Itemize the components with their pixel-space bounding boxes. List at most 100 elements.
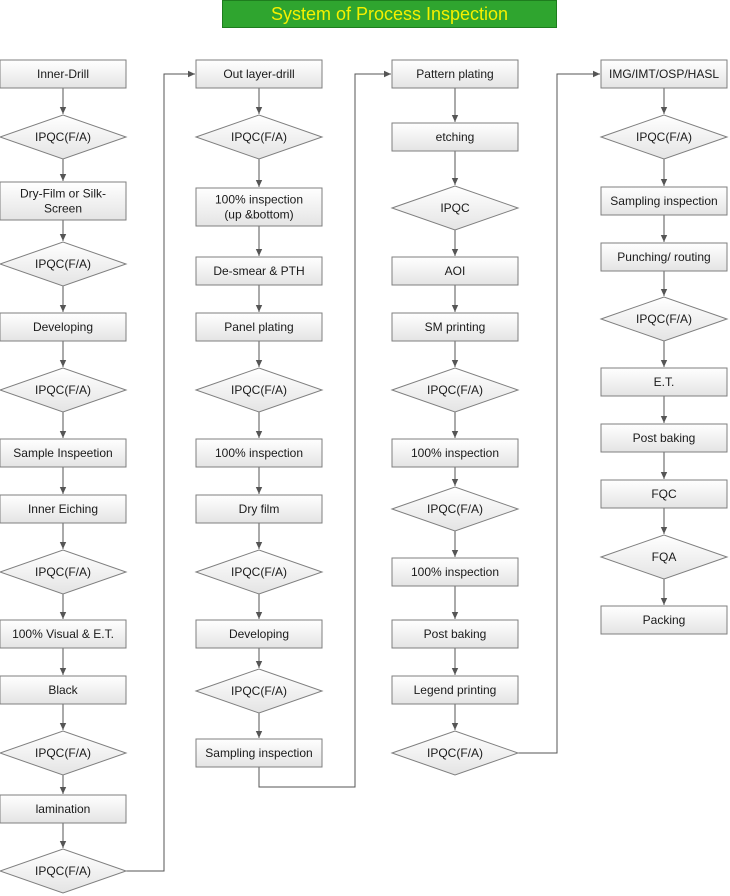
flow-node-2-6: IPQC(F/A) [194,367,324,413]
connectors [59,70,668,872]
decision-diamond [599,296,729,342]
flow-node-1-7: Sample Inspeetion [0,438,127,468]
process-box [600,605,728,635]
process-box [391,619,519,649]
flow-node-3-7: 100% inspection [391,438,519,468]
node-label: Pattern plating [416,67,493,81]
process-box [391,256,519,286]
decision-diamond [194,668,324,714]
node-label: De-smear & PTH [213,264,304,278]
node-label: etching [436,130,475,144]
column-link-arrow [518,70,600,754]
node-label: IPQC(F/A) [35,257,91,271]
node-label: FQC [651,487,677,501]
node-label: IPQC(F/A) [35,864,91,878]
decision-diamond [0,549,128,595]
node-label: Inner-Drill [37,67,89,81]
process-box [600,479,728,509]
process-box [600,367,728,397]
flow-node-4-4: Punching/ routing [600,242,728,272]
flow-node-2-4: De-smear & PTH [195,256,323,286]
node-label: lamination [36,802,91,816]
node-label: Developing [33,320,93,334]
process-box [0,438,127,468]
node-label: IPQC(F/A) [427,502,483,516]
flow-node-4-7: Post baking [600,423,728,453]
node-label: IPQC(F/A) [231,565,287,579]
node-label: IPQC(F/A) [35,746,91,760]
node-label: IPQC [440,201,470,215]
node-label: IPQC(F/A) [35,130,91,144]
flow-node-2-8: Dry film [195,494,323,524]
node-label: IMG/IMT/OSP/HASL [609,67,719,81]
node-label: AOI [445,264,466,278]
flow-node-3-3: IPQC [390,185,520,231]
flow-node-3-11: Legend printing [391,675,519,705]
node-label: IPQC(F/A) [636,312,692,326]
node-label: Dry-Film or Silk- [20,187,106,201]
flow-node-1-14: IPQC(F/A) [0,848,128,894]
diagram-title: System of Process Inspection [222,0,557,28]
flow-node-2-9: IPQC(F/A) [194,549,324,595]
process-box [391,59,519,89]
flow-node-2-1: Out layer-drill [195,59,323,89]
flow-node-1-9: IPQC(F/A) [0,549,128,595]
flow-node-3-8: IPQC(F/A) [390,486,520,532]
flow-node-3-5: SM printing [391,312,519,342]
node-label: IPQC(F/A) [427,746,483,760]
flow-node-4-2: IPQC(F/A) [599,114,729,160]
flow-node-1-3: Dry-Film or Silk-Screen [0,181,127,221]
node-label: (up &bottom) [224,208,293,222]
flow-node-2-10: Developing [195,619,323,649]
process-box [195,738,323,768]
node-label: 100% Visual & E.T. [12,627,114,641]
node-label: Legend printing [414,683,497,697]
decision-diamond [0,367,128,413]
node-label: IPQC(F/A) [231,684,287,698]
process-box [195,187,323,227]
flow-node-1-11: Black [0,675,127,705]
process-box [0,59,127,89]
flow-node-4-8: FQC [600,479,728,509]
flow-node-3-4: AOI [391,256,519,286]
flow-node-3-6: IPQC(F/A) [390,367,520,413]
flow-node-1-2: IPQC(F/A) [0,114,128,160]
node-label: Out layer-drill [223,67,294,81]
node-label: Black [48,683,78,697]
node-label: IPQC(F/A) [427,383,483,397]
decision-diamond [194,114,324,160]
process-box [600,59,728,89]
node-label: 100% inspection [215,193,303,207]
flow-node-1-5: Developing [0,312,127,342]
column-link-arrow [126,70,195,872]
process-box [0,494,127,524]
process-box [195,494,323,524]
flow-node-1-8: Inner Eiching [0,494,127,524]
decision-diamond [390,486,520,532]
node-label: Post baking [424,627,487,641]
node-label: Post baking [633,431,696,445]
flow-node-4-5: IPQC(F/A) [599,296,729,342]
process-box [0,181,127,221]
node-label: Developing [229,627,289,641]
flow-node-4-10: Packing [600,605,728,635]
flow-node-2-2: IPQC(F/A) [194,114,324,160]
flow-node-4-6: E.T. [600,367,728,397]
node-label: 100% inspection [411,446,499,460]
decision-diamond [0,730,128,776]
decision-diamond [390,730,520,776]
flow-node-1-4: IPQC(F/A) [0,241,128,287]
node-label: Sampling inspection [205,746,312,760]
flow-node-1-10: 100% Visual & E.T. [0,619,127,649]
process-box [391,122,519,152]
flow-node-1-6: IPQC(F/A) [0,367,128,413]
decision-diamond [194,549,324,595]
process-box [600,186,728,216]
flow-node-3-10: Post baking [391,619,519,649]
flow-node-2-12: Sampling inspection [195,738,323,768]
flow-node-2-7: 100% inspection [195,438,323,468]
flow-node-3-2: etching [391,122,519,152]
